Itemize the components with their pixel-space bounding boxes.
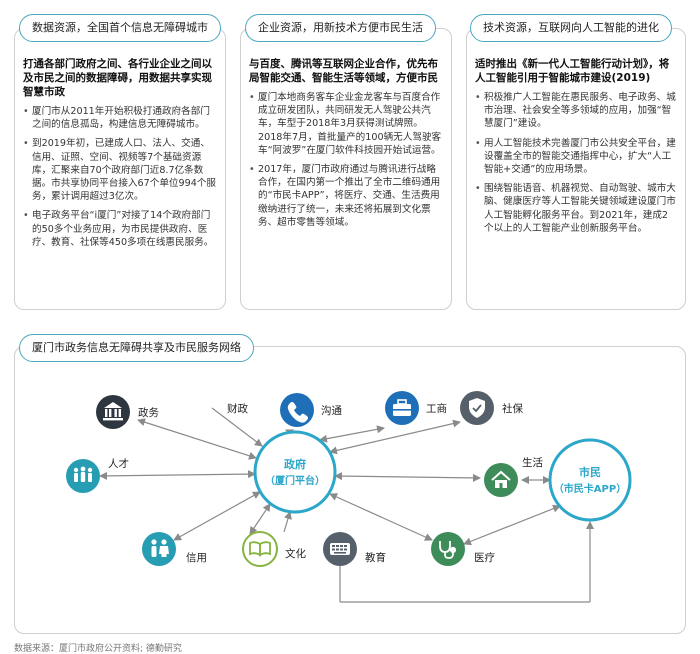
citizen-hub: 市民 （市民卡APP） — [548, 438, 632, 522]
node-label: 人才 — [108, 457, 129, 470]
keyboard-icon — [330, 543, 350, 555]
bullet-item: 厦门市从2011年开始积极打通政府各部门之间的信息孤岛，构建信息无障碍城市。 — [23, 105, 217, 131]
bullet-item: 到2019年初，已建成人口、法人、交通、信用、证照、空间、视频等7个基础资源库，… — [23, 137, 217, 203]
card-pill-label: 技术资源，互联网向人工智能的进化 — [470, 14, 672, 42]
node-life: 生活 — [484, 456, 543, 497]
bullet-list: 厦门本地商务客车企业金龙客车与百度合作成立研发团队，共同研发无人驾驶公共汽车，车… — [249, 91, 443, 229]
node-label: 沟通 — [321, 404, 342, 417]
node-label: 文化 — [285, 547, 306, 560]
node-label: 教育 — [365, 551, 386, 564]
gov-hub: 政府 （厦门平台） — [253, 430, 337, 514]
source-note: 数据来源：厦门市政府公开资料; 德勤研究 — [14, 644, 182, 654]
card-heading: 适时推出《新一代人工智能行动计划》，将人工智能引用于智能城市建设(2019) — [475, 58, 670, 84]
network-diagram: 政府 （厦门平台） 市民 （市民卡APP） 政务 财政 沟通 — [66, 391, 632, 603]
bullet-item: 电子政务平台“i厦门”对接了14个政府部门的50多个业务应用，为市民提供政府、医… — [23, 209, 217, 249]
node-label: 社保 — [502, 402, 523, 415]
node-social-security: 社保 — [460, 391, 523, 425]
person-pair-icon — [151, 539, 169, 557]
node-finance: 财政 — [227, 402, 248, 415]
node-business: 工商 — [385, 391, 447, 425]
card-data-resources: 打通各部门政府之间、各行业企业之间以及市民之间的数据障碍，用数据共享实现智慧市政… — [14, 28, 226, 310]
bullet-item: 积极推广人工智能在惠民服务、电子政务、城市治理、社会安全等多领域的应用，加强“智… — [475, 91, 677, 131]
node-label: 财政 — [227, 402, 248, 415]
stethoscope-icon — [439, 541, 457, 559]
bullet-item: 用人工智能技术完善厦门市公共安全平台，建设覆盖全市的智能交通指挥中心，扩大“人工… — [475, 137, 677, 177]
node-label: 生活 — [522, 456, 543, 469]
node-label: 工商 — [426, 402, 447, 415]
bullet-item: 围绕智能语音、机器视觉、自动驾驶、城市大脑、健康医疗等人工智能关键领域建设厦门市… — [475, 182, 677, 235]
bank-icon — [103, 402, 123, 421]
card-pill-label: 数据资源，全国首个信息无障碍城市 — [19, 14, 221, 42]
citizen-hub-title: 市民 — [579, 465, 601, 479]
node-label: 政务 — [138, 406, 159, 419]
bullet-list: 厦门市从2011年开始积极打通政府各部门之间的信息孤岛，构建信息无障碍城市。 到… — [23, 105, 217, 249]
book-icon — [249, 541, 271, 557]
bullet-item: 2017年，厦门市政府通过与腾讯进行战略合作，在国内第一个推出了全市二维码通用的… — [249, 163, 443, 229]
node-gov-affairs: 政务 — [96, 395, 159, 429]
node-culture: 文化 — [242, 531, 306, 567]
node-education: 教育 — [323, 532, 386, 566]
card-pill-label: 企业资源，用新技术方便市民生活 — [245, 14, 436, 42]
citizen-hub-subtitle: （市民卡APP） — [554, 482, 626, 495]
bullet-item: 厦门本地商务客车企业金龙客车与百度合作成立研发团队，共同研发无人驾驶公共汽车，车… — [249, 91, 443, 157]
connection-lines — [99, 407, 594, 603]
node-label: 信用 — [186, 552, 207, 564]
node-communication: 沟通 — [280, 393, 342, 427]
shield-check-icon — [469, 398, 485, 418]
gov-hub-subtitle: （厦门平台） — [265, 474, 325, 487]
card-enterprise-resources: 与百度、腾讯等互联网企业合作，优先布局智能交通、智能生活等领域，方便市民 厦门本… — [240, 28, 452, 310]
network-title-pill: 厦门市政务信息无障碍共享及市民服务网络 — [19, 334, 254, 362]
briefcase-icon — [393, 399, 411, 416]
card-tech-resources: 适时推出《新一代人工智能行动计划》，将人工智能引用于智能城市建设(2019) 积… — [466, 28, 686, 310]
phone-icon — [287, 402, 308, 423]
gov-hub-title: 政府 — [284, 457, 306, 471]
card-heading: 与百度、腾讯等互联网企业合作，优先布局智能交通、智能生活等领域，方便市民 — [249, 58, 438, 84]
card-heading: 打通各部门政府之间、各行业企业之间以及市民之间的数据障碍，用数据共享实现智慧市政 — [23, 58, 212, 98]
node-label: 医疗 — [474, 551, 495, 564]
node-medical: 医疗 — [431, 532, 495, 566]
home-icon — [491, 470, 511, 488]
node-credit: 信用 — [142, 532, 207, 566]
people-icon — [73, 466, 93, 482]
bullet-list: 积极推广人工智能在惠民服务、电子政务、城市治理、社会安全等多领域的应用，加强“智… — [475, 91, 677, 235]
node-talent: 人才 — [66, 457, 129, 493]
